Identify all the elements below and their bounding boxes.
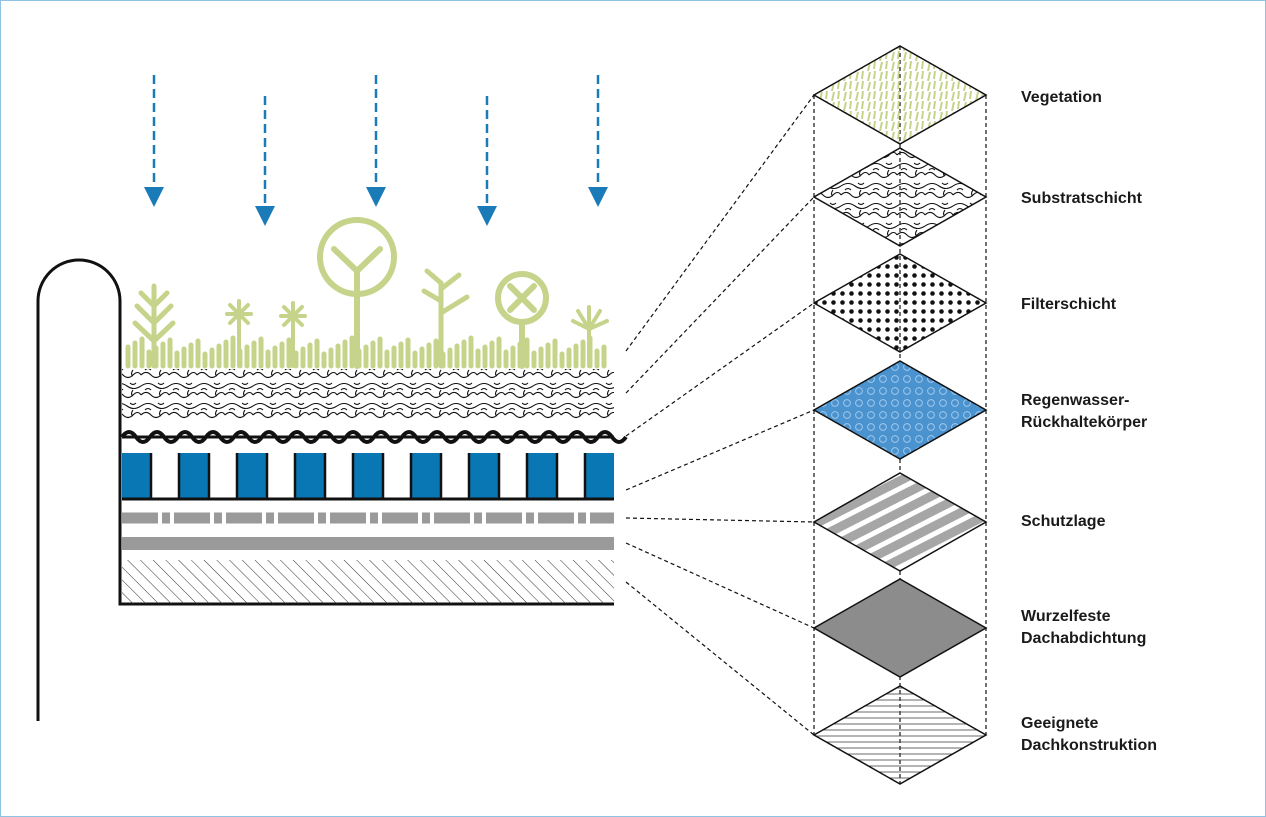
tile-protection bbox=[812, 472, 988, 572]
tile-waterproofing bbox=[812, 578, 988, 678]
branch-plant-icon bbox=[421, 268, 470, 369]
substrate-layer bbox=[122, 369, 614, 421]
tile-filter bbox=[812, 253, 988, 353]
vegetation-layer bbox=[125, 217, 609, 369]
tree-icon bbox=[317, 217, 397, 369]
filter-layer bbox=[120, 430, 628, 444]
label-retention: Regenwasser-Rückhaltekörper bbox=[1021, 392, 1148, 431]
retention-layer bbox=[122, 453, 614, 501]
rain-arrows bbox=[144, 75, 608, 226]
flower-icon bbox=[279, 301, 307, 368]
label-protection: Schutzlage bbox=[1021, 513, 1106, 530]
flower-icon bbox=[225, 299, 253, 368]
exploded-layers bbox=[812, 45, 988, 785]
circle-plant-icon bbox=[495, 271, 549, 369]
label-vegetation: Vegetation bbox=[1021, 89, 1102, 106]
label-filter: Filterschicht bbox=[1021, 296, 1117, 313]
tile-construction bbox=[812, 685, 988, 785]
tile-substrate bbox=[812, 147, 988, 247]
grass-blades bbox=[125, 335, 607, 369]
tile-vegetation bbox=[812, 45, 988, 145]
fan-plant-icon bbox=[571, 305, 609, 368]
label-substrate: Substratschicht bbox=[1021, 190, 1142, 207]
waterproofing-layer bbox=[122, 537, 614, 550]
fern-icon bbox=[132, 283, 176, 369]
parapet-wall bbox=[36, 258, 614, 721]
tile-retention bbox=[812, 360, 988, 460]
construction-layer bbox=[122, 560, 614, 604]
